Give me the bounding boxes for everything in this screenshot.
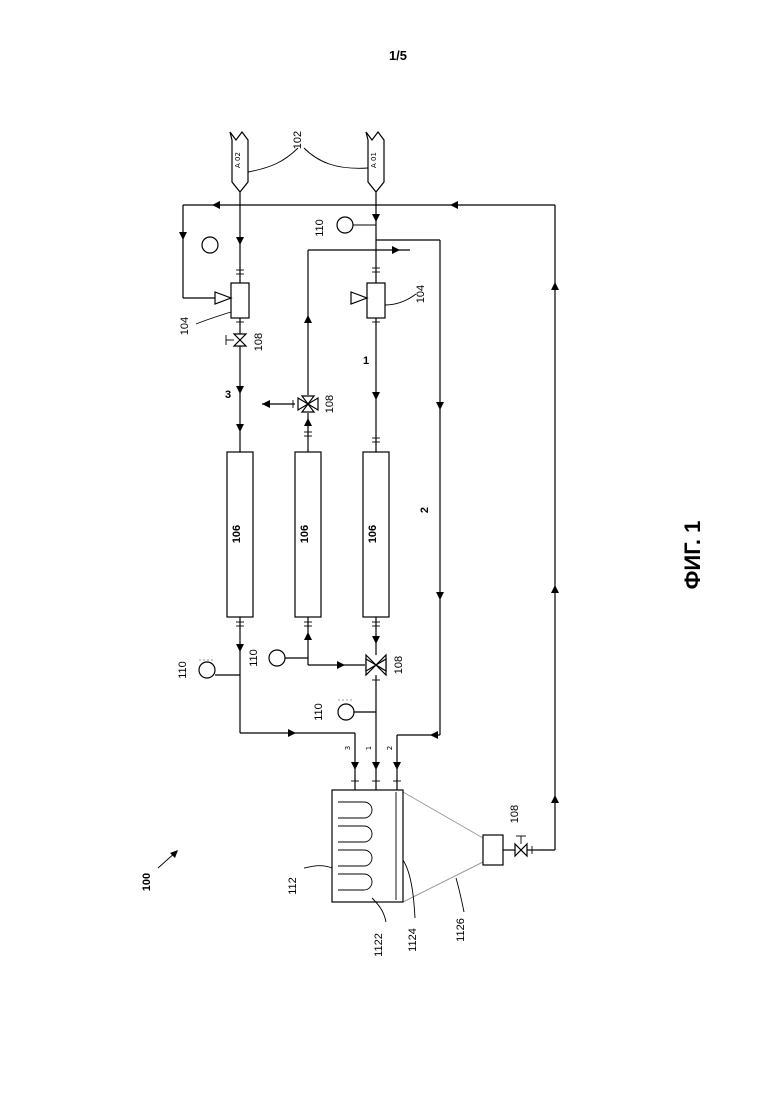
system-label: 100 xyxy=(141,873,153,891)
page-number: 1/5 xyxy=(389,48,407,63)
gauge-bottom-mid-label: 110 xyxy=(248,649,260,667)
lower-line-middle xyxy=(285,617,365,669)
inlet-2-label: 2 xyxy=(386,746,394,750)
valve-outlet: 108 xyxy=(509,805,538,856)
inlet-3-label: 3 xyxy=(344,746,352,750)
gauge-bottom-mid: 110 xyxy=(248,649,285,667)
figure-title: ФИГ. 1 xyxy=(680,521,705,590)
line-3-label: 3 xyxy=(225,389,231,401)
regulator-right-label: 104 xyxy=(415,285,427,303)
valve-mid: 108 xyxy=(293,395,336,413)
cylinder-left-label: A 02 xyxy=(234,152,242,168)
middle-branch xyxy=(304,246,410,452)
gas-cylinder-left: A 02 xyxy=(230,132,248,192)
gauge-bottom-right: 110 xyxy=(313,700,354,721)
column-a: 106 xyxy=(227,452,253,617)
vessel-wall-label: 1124 xyxy=(407,928,419,952)
gauge-top-left xyxy=(202,237,218,253)
vessel: 112 1122 1124 1126 xyxy=(287,790,483,957)
valve-outlet-label: 108 xyxy=(509,805,521,823)
line-2-label: 2 xyxy=(419,507,431,513)
column-c: 106 xyxy=(363,452,389,617)
cylinder-right-label: A 01 xyxy=(370,152,378,168)
system-reference: 100 xyxy=(141,850,178,891)
valve-bottom: 108 xyxy=(366,655,405,680)
valve-top-left: 108 xyxy=(226,333,265,351)
lower-line-3 xyxy=(215,617,359,790)
valve-mid-label: 108 xyxy=(324,395,336,413)
vessel-housing-label: 1126 xyxy=(455,918,467,942)
line-1-label: 1 xyxy=(363,355,369,367)
gauge-top: 110 xyxy=(314,217,376,237)
vessel-label: 112 xyxy=(287,877,299,895)
inlet-1-label: 1 xyxy=(365,746,373,750)
column-a-label: 106 xyxy=(231,525,243,543)
column-b-label: 106 xyxy=(299,525,311,543)
pressure-regulator-left: 104 xyxy=(179,283,249,335)
gauge-bottom-left-label: 110 xyxy=(177,661,189,679)
pressure-regulator-right: 104 xyxy=(351,283,427,322)
cylinders-reference: 102 xyxy=(248,131,368,172)
gauge-bottom-right-label: 110 xyxy=(313,703,325,721)
regulator-left-label: 104 xyxy=(179,317,191,335)
vessel-coil-label: 1122 xyxy=(373,933,385,957)
gas-cylinder-right: A 01 xyxy=(366,132,384,192)
cylinders-label: 102 xyxy=(292,131,304,149)
valve-top-left-label: 108 xyxy=(253,333,265,351)
valve-bottom-label: 108 xyxy=(393,656,405,674)
outlet-block xyxy=(483,835,515,865)
column-b: 106 xyxy=(295,452,321,617)
gauge-top-label: 110 xyxy=(314,219,326,237)
gauge-bottom-left: 110 xyxy=(177,660,215,679)
column-c-label: 106 xyxy=(367,525,379,543)
